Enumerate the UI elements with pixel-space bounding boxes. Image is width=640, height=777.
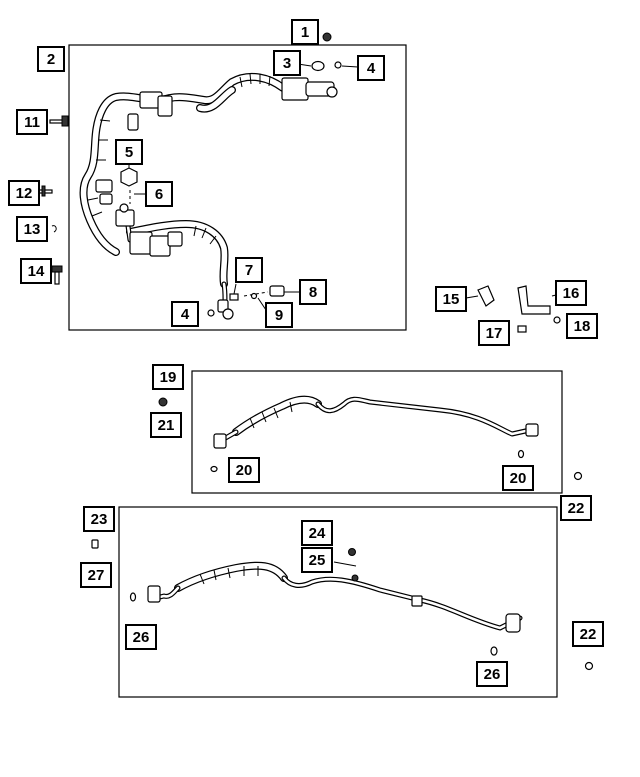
part-3-o-ring [297, 60, 325, 72]
svg-text:23: 23 [91, 511, 108, 528]
callout-26: 26 [125, 624, 157, 650]
group-frame-23 [118, 506, 558, 698]
part-4a-seal [334, 61, 359, 69]
part-5-nut [120, 164, 138, 187]
callout-7: 7 [235, 257, 263, 283]
svg-text:15: 15 [443, 291, 460, 308]
callout-1: 1 [291, 19, 319, 45]
part-16-bracket [517, 285, 561, 315]
part-6-pin [129, 190, 146, 204]
callout-11: 11 [16, 109, 48, 135]
callout-2: 2 [37, 46, 65, 72]
part-14-bolt [51, 265, 63, 285]
part-12-bolt [37, 185, 53, 197]
part-9-seal [250, 292, 267, 311]
hose-assembly-2 [79, 72, 338, 320]
part-26b-o-ring [490, 646, 498, 656]
group-frame-2 [68, 44, 407, 331]
callout-16: 16 [555, 280, 587, 306]
callout-21: 21 [150, 412, 182, 438]
svg-text:19: 19 [160, 369, 177, 386]
part-17-bolt [517, 325, 527, 333]
svg-text:14: 14 [28, 263, 45, 280]
svg-text:7: 7 [245, 262, 253, 279]
callout-20-right: 20 [502, 465, 534, 491]
hose-assembly-19 [213, 395, 539, 449]
callout-5: 5 [115, 139, 143, 165]
svg-text:24: 24 [309, 525, 326, 542]
callout-4: 4 [357, 55, 385, 81]
part-20b-o-ring [517, 449, 525, 459]
part-25-seal [333, 561, 359, 582]
callout-12: 12 [8, 180, 40, 206]
svg-text:9: 9 [275, 307, 283, 324]
part-1-nut [322, 32, 332, 42]
callout-27: 27 [80, 562, 112, 588]
hose-assembly-23 [147, 561, 523, 633]
svg-text:4: 4 [181, 306, 190, 323]
callout-22-lower: 22 [572, 621, 604, 647]
svg-text:22: 22 [580, 626, 597, 643]
callout-3: 3 [273, 50, 301, 76]
svg-text:16: 16 [563, 285, 580, 302]
group-frame-19 [191, 370, 563, 494]
svg-text:6: 6 [155, 186, 163, 203]
part-26a-o-ring [129, 592, 137, 602]
callout-20: 20 [228, 457, 260, 483]
callout-19: 19 [152, 364, 184, 390]
callout-18: 18 [566, 313, 598, 339]
svg-text:26: 26 [484, 666, 501, 683]
svg-text:27: 27 [88, 567, 105, 584]
svg-text:5: 5 [125, 144, 133, 161]
part-4b-seal [207, 309, 215, 317]
callout-24: 24 [301, 520, 333, 546]
callout-4-lower: 4 [171, 301, 199, 327]
part-11-bolt [49, 115, 69, 127]
callout-8: 8 [299, 279, 327, 305]
svg-text:26: 26 [133, 629, 150, 646]
part-22b-cap [584, 661, 594, 671]
callout-13: 13 [16, 216, 48, 242]
part-21-nut [158, 397, 168, 407]
svg-text:11: 11 [24, 114, 40, 131]
part-18-bolt [553, 316, 561, 324]
svg-text:20: 20 [236, 462, 253, 479]
svg-text:21: 21 [158, 417, 175, 434]
part-27-cap [91, 539, 99, 549]
svg-text:1: 1 [301, 24, 309, 41]
svg-text:13: 13 [24, 221, 41, 238]
svg-text:20: 20 [510, 470, 527, 487]
svg-text:12: 12 [16, 185, 33, 202]
callout-15: 15 [435, 286, 467, 312]
svg-text:25: 25 [309, 552, 326, 569]
part-22a-cap [573, 471, 583, 481]
svg-text:4: 4 [367, 60, 376, 77]
svg-text:3: 3 [283, 55, 291, 72]
svg-text:8: 8 [309, 284, 317, 301]
part-13-clip [51, 225, 57, 233]
svg-text:2: 2 [47, 51, 55, 68]
callout-17: 17 [478, 320, 510, 346]
part-20a-o-ring [210, 465, 218, 473]
callout-26-right: 26 [476, 661, 508, 687]
callout-25: 25 [301, 547, 333, 573]
svg-text:18: 18 [574, 318, 591, 335]
callout-22: 22 [560, 495, 592, 521]
svg-text:17: 17 [486, 325, 503, 342]
part-7-valve [229, 283, 239, 301]
part-15-bracket [465, 285, 495, 307]
callout-9: 9 [265, 302, 293, 328]
callout-14: 14 [20, 258, 52, 284]
callout-6: 6 [145, 181, 173, 207]
svg-text:22: 22 [568, 500, 585, 517]
callout-23: 23 [83, 506, 115, 532]
part-24-nut [348, 548, 356, 556]
